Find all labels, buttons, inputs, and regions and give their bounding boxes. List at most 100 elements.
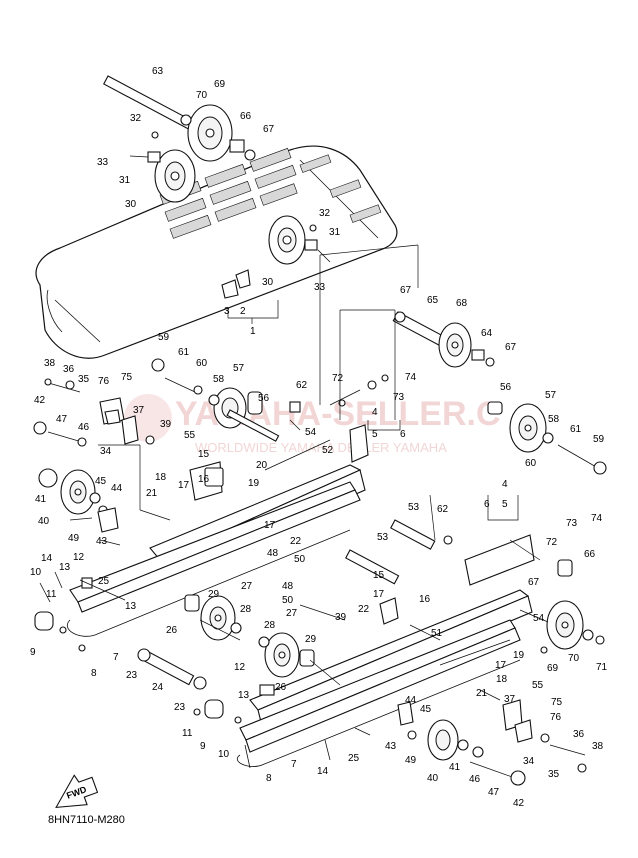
callout-50: 50 — [294, 554, 306, 565]
callout-15: 15 — [198, 449, 210, 460]
lower-slide-rail — [237, 534, 535, 767]
callout-32: 32 — [130, 113, 142, 124]
callout-63: 63 — [152, 66, 164, 77]
callout-29: 29 — [208, 589, 220, 600]
callout-25: 25 — [98, 576, 110, 587]
callout-34: 34 — [523, 756, 535, 767]
callout-5: 5 — [502, 499, 508, 510]
callout-6: 6 — [400, 429, 406, 440]
callout-23: 23 — [126, 670, 138, 681]
callout-36: 36 — [63, 364, 75, 375]
callout-52: 52 — [322, 445, 334, 456]
callout-6: 6 — [484, 499, 490, 510]
callout-67: 67 — [400, 285, 412, 296]
callout-73: 73 — [566, 518, 578, 529]
callout-13: 13 — [125, 601, 137, 612]
right-upper-wheel-group — [329, 374, 607, 475]
callout-18: 18 — [496, 674, 508, 685]
callout-67: 67 — [505, 342, 517, 353]
callout-57: 57 — [545, 390, 557, 401]
callout-45: 45 — [95, 476, 107, 487]
watermark: YAMAHA-SELLER.C WORLDWIDE YAMAHA DEALER … — [124, 394, 501, 455]
bottom-parts — [34, 571, 587, 786]
callout-53: 53 — [408, 502, 420, 513]
callout-40: 40 — [38, 516, 50, 527]
callout-33: 33 — [314, 282, 326, 293]
left-upper-parts — [33, 358, 301, 447]
callout-75: 75 — [551, 697, 563, 708]
callout-75: 75 — [121, 372, 133, 383]
callout-17: 17 — [264, 520, 276, 531]
callout-13: 13 — [59, 562, 71, 573]
callout-66: 66 — [584, 549, 596, 560]
callout-21: 21 — [146, 488, 158, 499]
callout-64: 64 — [481, 328, 493, 339]
callout-46: 46 — [78, 422, 90, 433]
callout-36: 36 — [573, 729, 585, 740]
leader-lines — [79, 244, 541, 701]
callout-8: 8 — [266, 773, 272, 784]
callout-17: 17 — [373, 589, 385, 600]
callout-28: 28 — [240, 604, 252, 615]
watermark-sub: WORLDWIDE YAMAHA DEALER YAMAHA — [195, 440, 447, 455]
callout-15: 15 — [373, 570, 385, 581]
callout-22: 22 — [358, 604, 370, 615]
callout-10: 10 — [218, 749, 230, 760]
callout-74: 74 — [591, 513, 603, 524]
callout-25: 25 — [348, 753, 360, 764]
callout-55: 55 — [184, 430, 196, 441]
callout-69: 69 — [547, 663, 559, 674]
callout-19: 19 — [248, 478, 260, 489]
callout-33: 33 — [97, 157, 109, 168]
callout-47: 47 — [488, 787, 500, 798]
callout-60: 60 — [196, 358, 208, 369]
upper-right-idler — [392, 311, 495, 368]
callout-21: 21 — [476, 688, 488, 699]
callout-54: 54 — [305, 427, 317, 438]
callout-31: 31 — [329, 227, 341, 238]
callout-17: 17 — [178, 480, 190, 491]
callout-32: 32 — [319, 208, 331, 219]
callout-9: 9 — [200, 741, 206, 752]
callout-65: 65 — [427, 295, 439, 306]
top-idler-group — [103, 75, 331, 299]
callout-58: 58 — [213, 374, 225, 385]
callout-70: 70 — [568, 653, 580, 664]
callout-62: 62 — [296, 380, 308, 391]
callout-60: 60 — [525, 458, 537, 469]
callout-39: 39 — [335, 612, 347, 623]
callout-31: 31 — [119, 175, 131, 186]
callout-61: 61 — [178, 347, 190, 358]
callout-35: 35 — [548, 769, 560, 780]
callout-72: 72 — [332, 373, 344, 384]
callout-11: 11 — [46, 589, 57, 600]
center-wheels — [184, 594, 315, 678]
callout-68: 68 — [456, 298, 468, 309]
callout-58: 58 — [548, 414, 560, 425]
callout-42: 42 — [513, 798, 525, 809]
callout-35: 35 — [78, 374, 90, 385]
callout-59: 59 — [593, 434, 605, 445]
right-lower-wheel-group — [519, 559, 605, 654]
callout-1: 1 — [250, 326, 256, 337]
callout-43: 43 — [385, 741, 397, 752]
callout-48: 48 — [267, 548, 279, 559]
callout-30: 30 — [125, 199, 137, 210]
callout-24: 24 — [152, 682, 164, 693]
callout-41: 41 — [449, 762, 461, 773]
track-belt — [35, 145, 398, 359]
callout-22: 22 — [290, 536, 302, 547]
callout-4: 4 — [372, 407, 378, 418]
callout-18: 18 — [155, 472, 167, 483]
callout-11: 11 — [182, 728, 193, 739]
callout-14: 14 — [41, 553, 53, 564]
callout-61: 61 — [570, 424, 582, 435]
callout-51: 51 — [431, 628, 443, 639]
callout-16: 16 — [198, 474, 210, 485]
callout-54: 54 — [533, 613, 545, 624]
callout-29: 29 — [305, 634, 317, 645]
fwd-arrow: FWD — [55, 774, 99, 809]
callout-48: 48 — [282, 581, 294, 592]
callout-41: 41 — [35, 494, 47, 505]
callout-72: 72 — [546, 537, 558, 548]
